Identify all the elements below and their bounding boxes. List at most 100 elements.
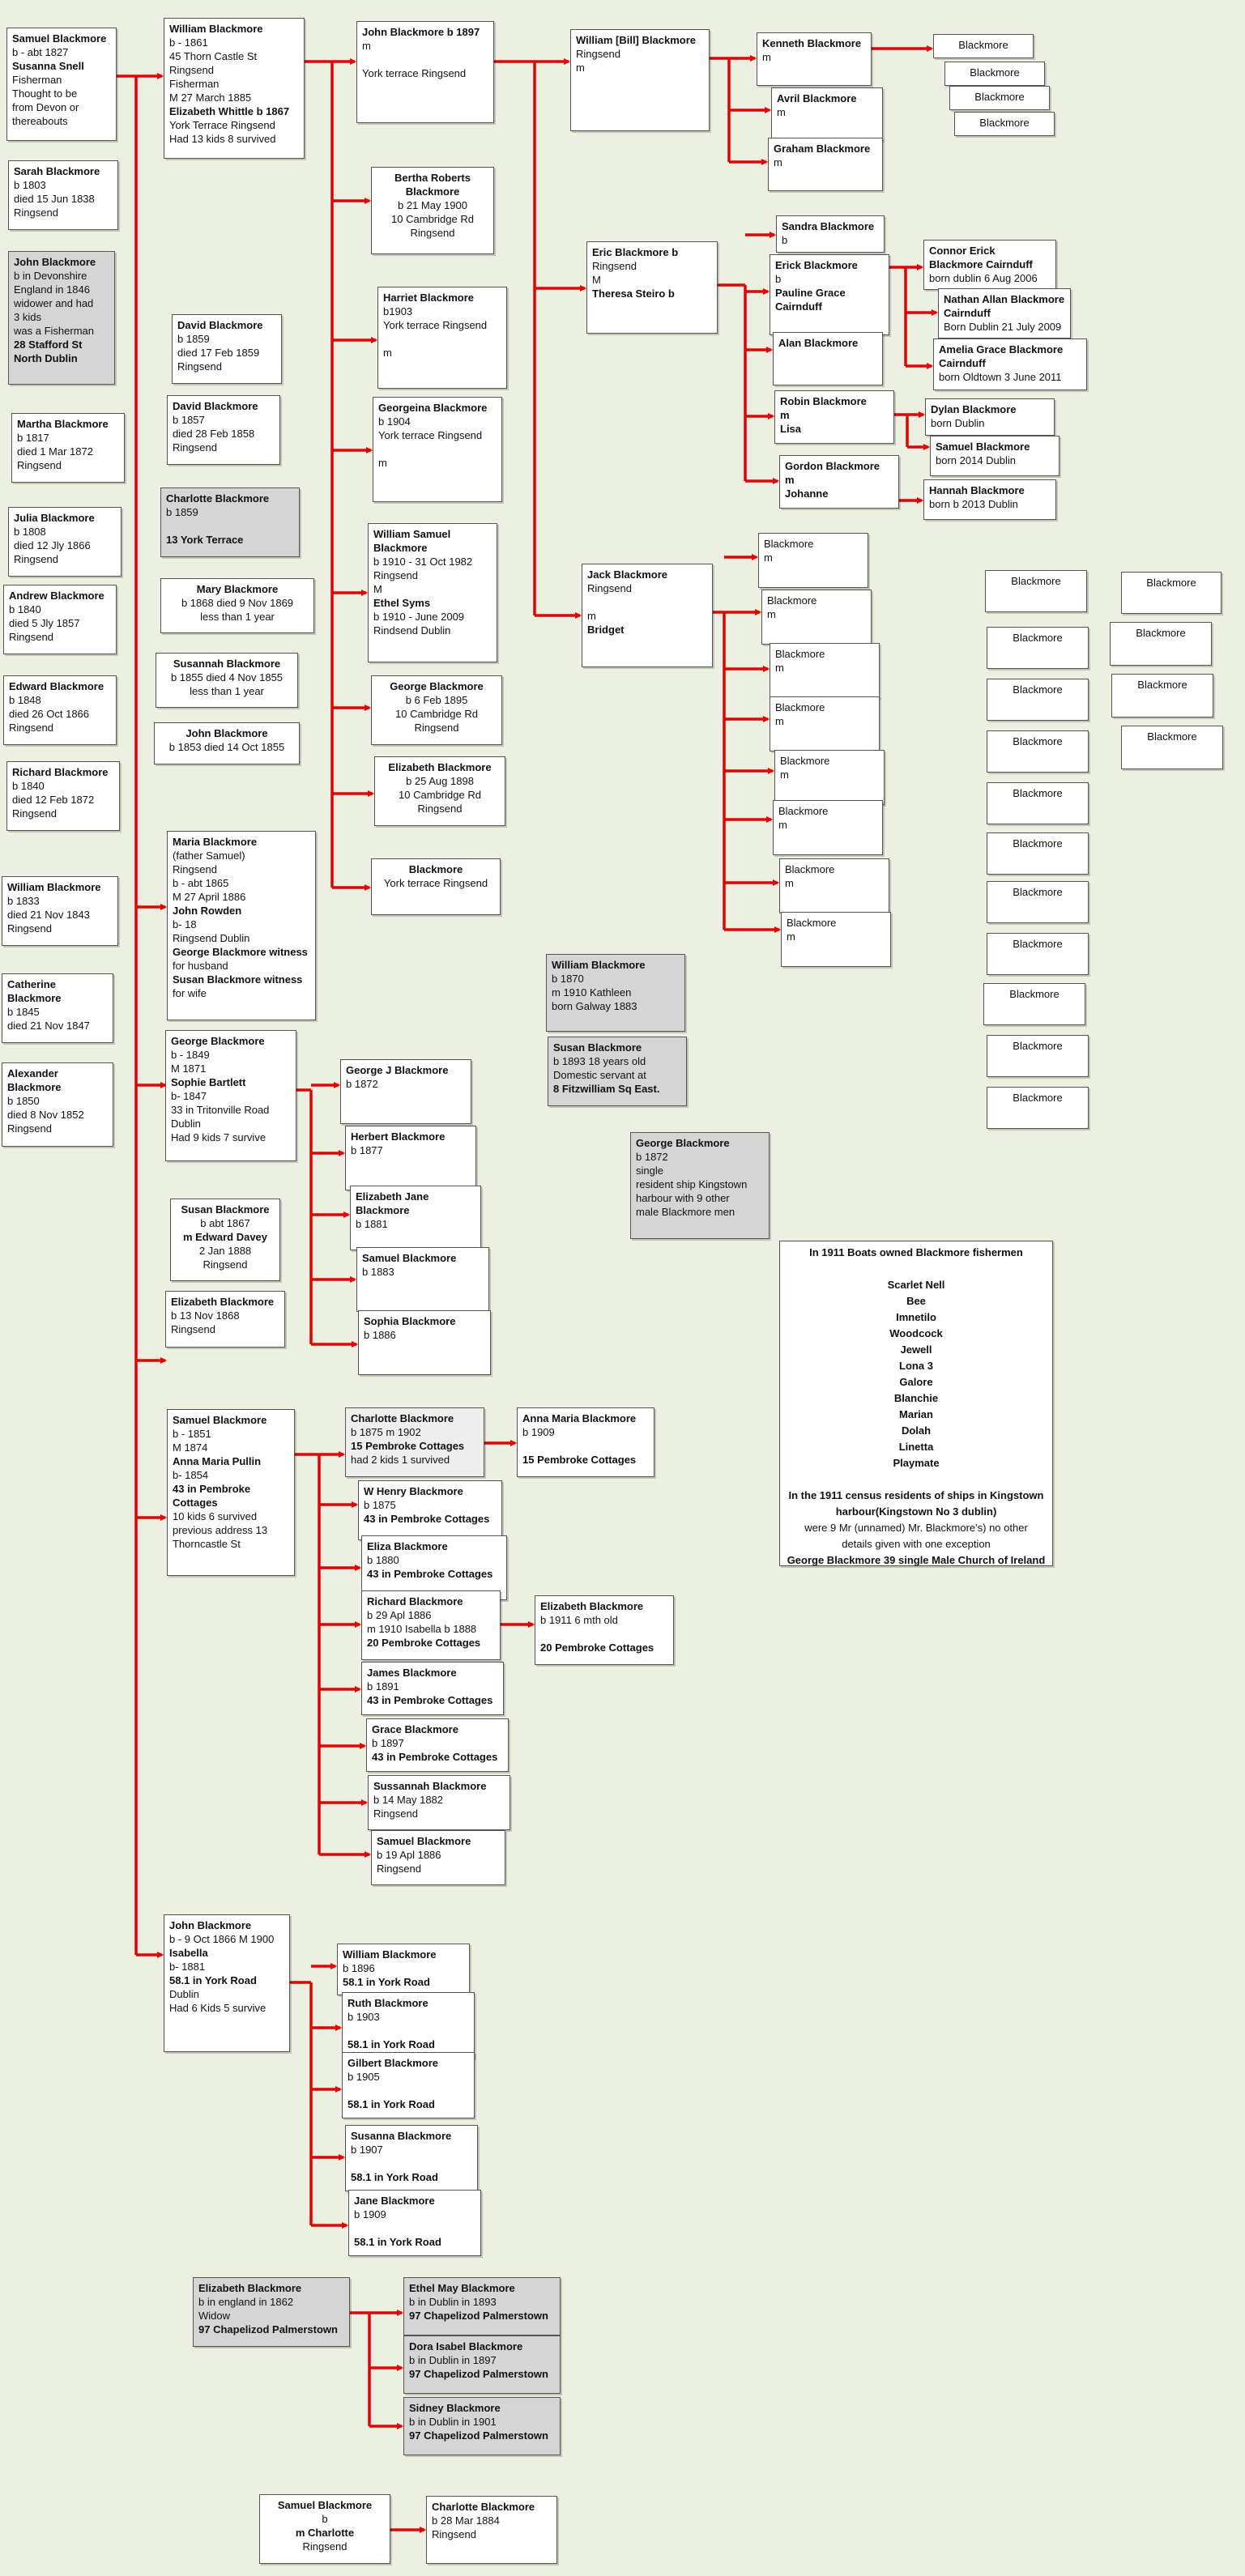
box-line: Ruth Blackmore	[347, 1997, 429, 2009]
box-line: England in 1846	[14, 283, 90, 296]
box-line: b - 9 Oct 1866 M 1900	[169, 1933, 275, 1945]
box-line: 3 kids	[14, 311, 41, 323]
box-line: b 25 Aug 1898	[406, 775, 474, 787]
box-line: b in Dublin in 1893	[409, 2296, 497, 2308]
box-line: Blackmore	[1013, 886, 1063, 898]
box-line: Blackmore	[780, 755, 830, 767]
box-line: Scarlet Nell	[887, 1279, 945, 1291]
box-line: b abt 1867	[200, 1217, 250, 1229]
box-line: Blackmore	[778, 805, 829, 817]
box-line: Playmate	[893, 1457, 940, 1469]
box-line: b- 1847	[171, 1090, 207, 1102]
box-line: Sidney Blackmore	[409, 2402, 501, 2414]
box-line: b 29 Apl 1886	[367, 1609, 432, 1621]
box-line: b	[782, 234, 788, 246]
box-line: 10 Cambridge Rd	[391, 213, 474, 225]
person-box-k-child-4: Blackmore	[954, 112, 1055, 136]
box-line: b - 1849	[171, 1049, 210, 1061]
box-line: b 1883	[362, 1266, 394, 1278]
box-line: Elizabeth Whittle b 1867	[169, 105, 290, 117]
box-line: Blackmore	[1013, 1092, 1063, 1104]
box-line: M 1871	[171, 1062, 207, 1075]
box-line: died 21 Nov 1847	[7, 1020, 90, 1032]
box-line: born Dublin	[931, 417, 985, 429]
person-box-right-3: Blackmore	[987, 679, 1089, 721]
box-line: William Blackmore	[7, 881, 101, 893]
box-line: Harriet Blackmore	[383, 292, 474, 304]
person-box-right-7: Blackmore	[987, 881, 1089, 923]
box-line: died 28 Feb 1858	[173, 428, 255, 440]
box-line: York terrace Ringsend	[378, 429, 483, 441]
box-line: b 1909	[522, 1426, 555, 1438]
box-line: Nathan Allan Blackmore	[944, 293, 1065, 305]
box-line: Charlotte Blackmore	[166, 492, 270, 505]
box-line: Had 9 kids 7 survive	[171, 1131, 266, 1143]
box-line: b 1872	[346, 1078, 378, 1090]
box-line: Ringsend	[177, 360, 222, 373]
box-line: In the 1911 census residents of ships in…	[788, 1489, 1044, 1501]
box-line: Susan Blackmore witness	[173, 973, 303, 986]
box-line: Julia Blackmore	[14, 512, 95, 524]
box-line: b - 1861	[169, 36, 208, 49]
box-line: m	[780, 769, 789, 781]
box-line	[351, 2157, 472, 2170]
person-box-jack-child-5: Blackmore m	[774, 750, 885, 805]
box-line: Blackmore	[785, 863, 835, 875]
box-line: Edward Blackmore	[9, 680, 104, 692]
box-line: born 2014 Dublin	[936, 454, 1017, 466]
box-line: Blanchie	[893, 1392, 939, 1404]
box-line: John Blackmore	[169, 1919, 252, 1931]
box-line: b 1859	[177, 333, 210, 345]
box-line: b 14 May 1882	[373, 1794, 444, 1806]
person-box-right-11: Blackmore	[987, 1087, 1089, 1129]
box-line: had 2 kids 1 survived	[351, 1454, 450, 1466]
box-line: died 17 Feb 1859	[177, 347, 260, 359]
box-line: Blackmore	[775, 701, 825, 713]
box-line: for wife	[173, 987, 207, 999]
box-line: Ethel May Blackmore	[409, 2282, 515, 2294]
box-line: Galore	[899, 1376, 933, 1388]
box-line: M	[592, 274, 601, 286]
box-line: George Blackmore	[171, 1035, 265, 1047]
box-line: m	[767, 608, 776, 620]
box-line: William Blackmore	[343, 1948, 437, 1961]
box-line: Blackmore	[767, 594, 817, 607]
box-line: b 1868 died 9 Nov 1869	[181, 597, 294, 609]
box-line: W Henry Blackmore	[364, 1485, 463, 1497]
box-line: Blackmore	[1011, 575, 1061, 587]
box-line: Elizabeth Jane	[356, 1190, 429, 1203]
box-line: Blackmore	[1137, 679, 1187, 691]
box-line: James Blackmore	[367, 1667, 457, 1679]
box-line: Ringsend	[7, 922, 52, 935]
box-line: Had 6 Kids 5 survive	[169, 2002, 266, 2014]
box-line: William Blackmore	[552, 959, 646, 971]
box-line: resident ship Kingstown	[636, 1178, 748, 1190]
box-line: Richard Blackmore	[367, 1595, 463, 1607]
box-line: harbour with 9 other	[636, 1192, 730, 1204]
box-line: York Terrace Ringsend	[169, 119, 275, 131]
box-line: Cairnduff	[775, 300, 822, 313]
box-line: Alexander	[7, 1067, 58, 1079]
box-line: Blackmore	[7, 992, 62, 1004]
box-line: 43 in Pembroke Cottages	[372, 1751, 498, 1763]
box-line: b in england in 1862	[198, 2296, 294, 2308]
box-line: Rindsend Dublin	[373, 624, 451, 637]
box-line: Blackmore	[974, 91, 1025, 103]
box-line	[522, 1439, 649, 1453]
box-line: b- 1854	[173, 1469, 209, 1481]
box-line: m 1910 Isabella b 1888	[367, 1623, 477, 1635]
box-line: died 26 Oct 1866	[9, 708, 90, 720]
